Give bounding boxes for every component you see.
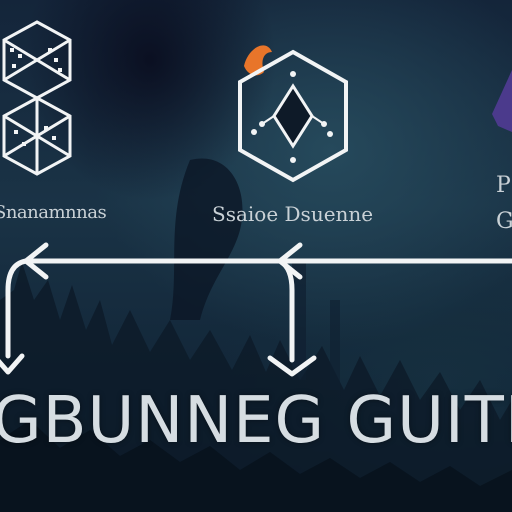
hexagon-circuit-icon bbox=[238, 45, 348, 183]
banner-title: GBUNNEG GUITE bbox=[0, 384, 512, 458]
mid-down-connector bbox=[277, 258, 295, 363]
node-label-left: Snanamnnas bbox=[0, 202, 107, 223]
mid-down-arrowhead bbox=[267, 355, 317, 377]
node-label-center: Ssaioe Dsuenne bbox=[212, 202, 374, 226]
left-down-connector bbox=[5, 258, 29, 359]
purple-shape-icon bbox=[492, 70, 512, 132]
left-down-arrowhead bbox=[0, 353, 25, 375]
node-label-right: P G bbox=[496, 173, 512, 234]
cube-circuit-icon bbox=[2, 20, 72, 176]
